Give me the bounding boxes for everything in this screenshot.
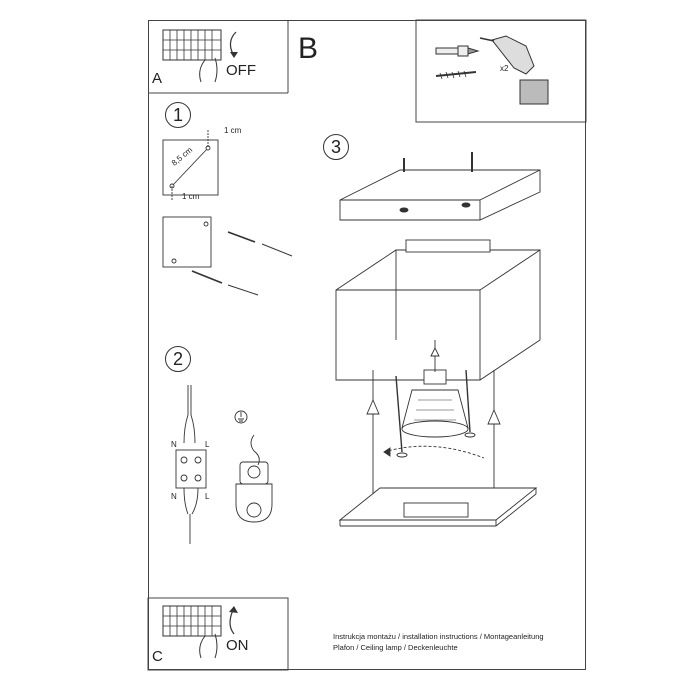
wiring-drawing <box>175 385 207 544</box>
panel-a-letter: A <box>152 70 163 87</box>
hand-icon-c <box>199 633 218 659</box>
caption-line-2: Plafon / Ceiling lamp / Deckenleuchte <box>333 643 458 652</box>
tools-panel-border <box>415 19 587 123</box>
drill-icon <box>479 35 549 105</box>
step-1-number: 1 <box>165 102 191 128</box>
assembly-arrows <box>366 340 501 520</box>
step-1-offset-top: 1 cm <box>224 126 242 135</box>
step-3-number: 3 <box>323 134 349 160</box>
screw-icon <box>435 70 477 80</box>
fuse-box-icon-a <box>162 29 222 61</box>
screws-step3 <box>395 369 476 458</box>
panel-c-border <box>147 597 289 671</box>
step-2-n-top: N <box>171 440 177 449</box>
panel-a-action: OFF <box>226 62 256 79</box>
step-2-l-bottom: L <box>205 492 210 501</box>
panel-c-action: ON <box>226 637 249 654</box>
drill-count: x2 <box>500 64 509 73</box>
caption-line-1: Instrukcja montażu / installation instru… <box>333 632 544 641</box>
wall-drilling-drawing <box>162 216 293 296</box>
arrow-head-a <box>230 52 238 58</box>
hand-icon-a <box>199 57 218 83</box>
step-2-n-bottom: N <box>171 492 177 501</box>
panel-c-letter: C <box>152 648 163 665</box>
ceiling-template-drawing <box>162 130 219 200</box>
instruction-sheet-frame <box>148 20 586 670</box>
ground-terminal-drawing <box>234 410 273 523</box>
glass-diffuser-drawing <box>338 487 538 527</box>
mounting-plate-drawing <box>339 152 541 221</box>
step-2-number: 2 <box>165 346 191 372</box>
step-2-l-top: L <box>205 440 210 449</box>
arrow-head-c <box>229 606 238 613</box>
bulb-drawing <box>401 369 469 438</box>
wall-plug-icon <box>435 45 480 57</box>
section-b-label: B <box>298 32 319 65</box>
step-1-offset-bottom: 1 cm <box>182 192 200 201</box>
fuse-box-icon-c <box>162 605 222 637</box>
lamp-housing-drawing <box>335 239 541 381</box>
